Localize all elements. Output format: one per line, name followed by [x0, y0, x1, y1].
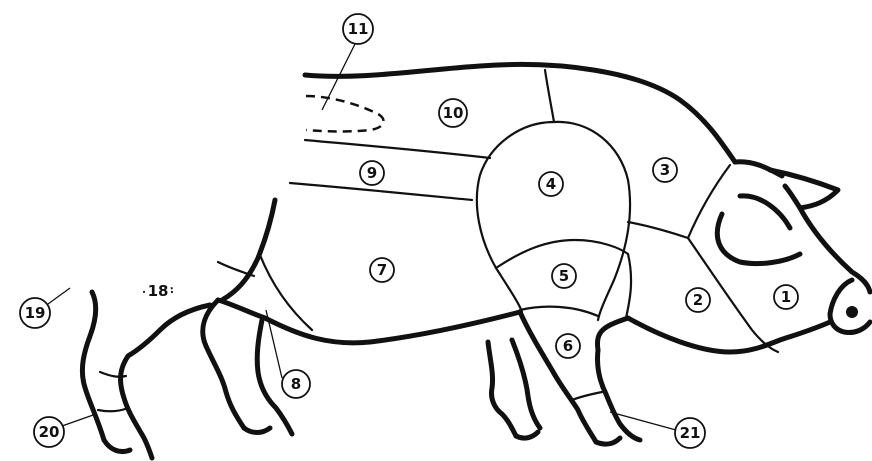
- cut-label-8: 8: [282, 370, 310, 398]
- svg-text:19: 19: [25, 304, 46, 322]
- svg-text:6: 6: [563, 337, 573, 355]
- front-legs: [488, 312, 640, 444]
- cut-label-20: 20: [34, 417, 64, 447]
- svg-text:10: 10: [443, 104, 464, 122]
- cut-label-3: 3: [653, 158, 677, 182]
- cut-label-6: 6: [556, 334, 580, 358]
- svg-text:8: 8: [291, 375, 301, 393]
- cut-label-19: 19: [20, 298, 50, 328]
- cut-label-5: 5: [552, 264, 576, 288]
- svg-text:11: 11: [348, 20, 369, 38]
- cut-lines: [98, 70, 778, 411]
- cut-label-1: 1: [774, 285, 798, 309]
- svg-text:3: 3: [660, 161, 670, 179]
- leader-lines: [48, 42, 676, 430]
- svg-text:9: 9: [367, 164, 377, 182]
- cut-label-4: 4: [539, 172, 563, 196]
- cut-label-11: 11: [343, 14, 373, 44]
- svg-text:7: 7: [377, 261, 387, 279]
- pig-outline: [218, 64, 870, 352]
- svg-text:21: 21: [680, 424, 701, 442]
- cut-label-7: 7: [370, 258, 394, 282]
- cut-label-21: 21: [675, 418, 705, 448]
- cut-label-10: 10: [439, 99, 467, 127]
- tenderloin-dashed-outline: [306, 96, 384, 132]
- svg-text:1: 1: [781, 288, 791, 306]
- cut-label-18: 18: [144, 277, 172, 305]
- svg-text:2: 2: [693, 291, 703, 309]
- cut-label-2: 2: [686, 288, 710, 312]
- svg-text:20: 20: [39, 423, 60, 441]
- svg-text:4: 4: [546, 175, 556, 193]
- cut-label-9: 9: [360, 161, 384, 185]
- svg-text:18: 18: [148, 282, 169, 300]
- svg-text:5: 5: [559, 267, 569, 285]
